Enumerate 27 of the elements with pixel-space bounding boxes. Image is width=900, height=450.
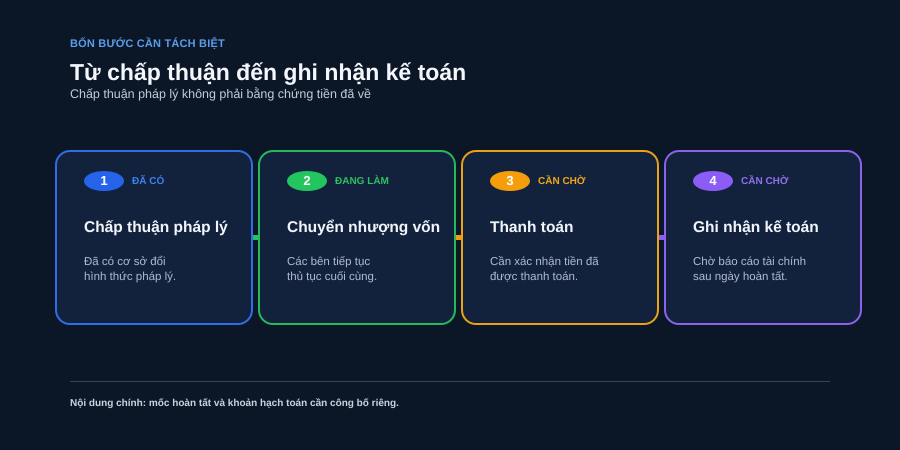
status-label: ĐANG LÀM (335, 176, 389, 186)
connector (456, 235, 461, 240)
step-number-badge: 3 (490, 171, 530, 191)
step-title: Ghi nhận kế toán (693, 218, 820, 238)
step-description: Chờ báo cáo tài chính sau ngày hoàn tất. (693, 255, 808, 285)
step-card (461, 150, 659, 325)
status-label: ĐÃ CÓ (132, 176, 164, 186)
status-label: CẦN CHỜ (741, 176, 788, 186)
step-card (258, 150, 456, 325)
step-title: Chấp thuận pháp lý (84, 218, 229, 238)
step-description: Các bên tiếp tục thủ tục cuối cùng. (287, 255, 378, 285)
connector (659, 235, 664, 240)
footnote: Nội dung chính: mốc hoàn tất và khoản hạch toán cần công bố riêng. (70, 397, 399, 411)
step-number-badge: 1 (84, 171, 124, 191)
step-number-badge: 4 (693, 171, 733, 191)
subtitle: Chấp thuận pháp lý không phải bằng chứng tiền đã về (70, 87, 371, 102)
step-description: Cần xác nhận tiền đã được thanh toán. (490, 255, 600, 285)
eyebrow-label: BỐN BƯỚC CẦN TÁCH BIỆT (70, 38, 225, 50)
step-description: Đã có cơ sở đổi hình thức pháp lý. (84, 255, 178, 285)
step-card (664, 150, 862, 325)
page-title: Từ chấp thuận đến ghi nhận kế toán (70, 59, 466, 86)
status-label: CẦN CHỜ (538, 176, 586, 186)
step-title: Thanh toán (490, 218, 575, 238)
step-card (55, 150, 253, 325)
connector (253, 235, 258, 240)
step-number-badge: 2 (287, 171, 327, 191)
step-title: Chuyển nhượng vốn (287, 218, 442, 238)
